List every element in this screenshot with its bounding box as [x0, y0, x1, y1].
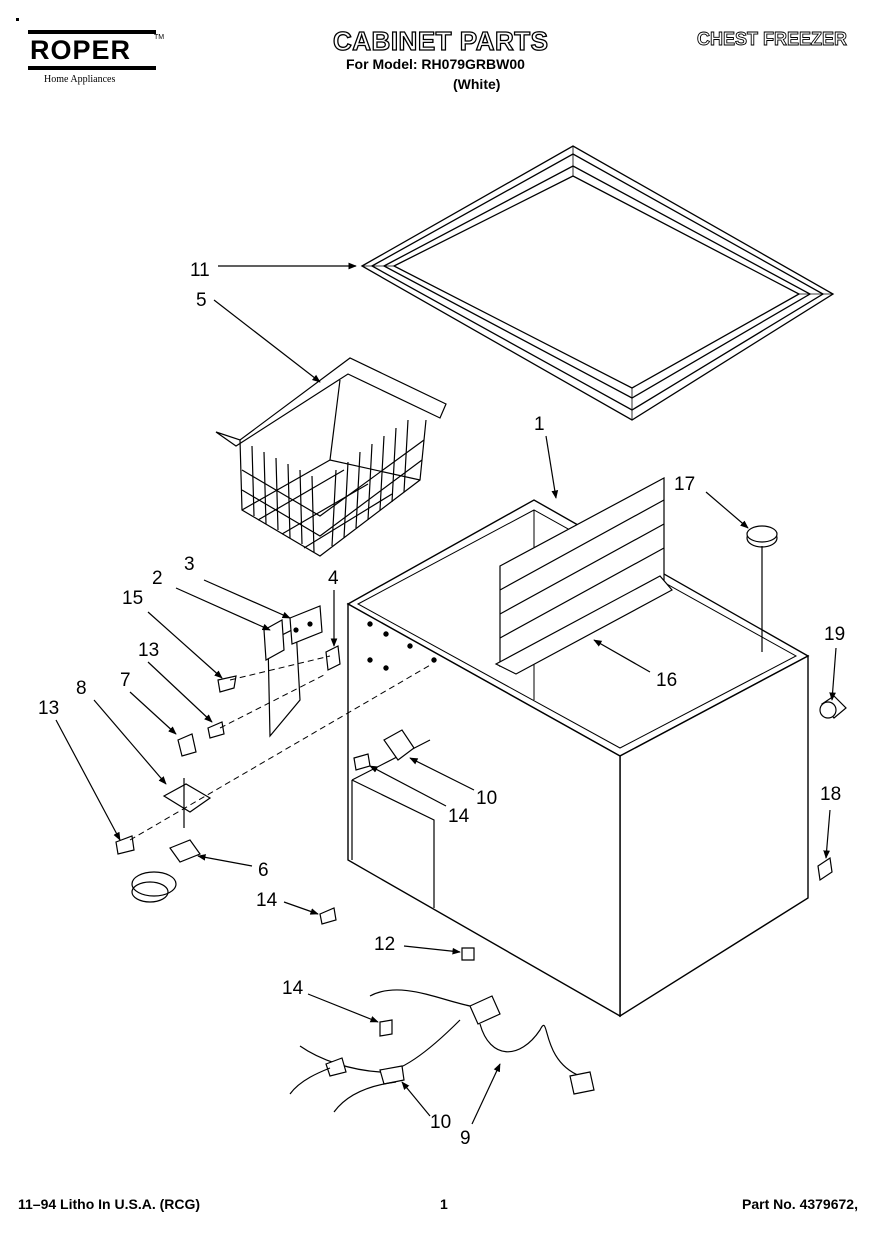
callout-10-upper: 10	[476, 788, 497, 809]
callout-11: 11	[190, 260, 210, 281]
callout-19: 19	[824, 624, 845, 645]
callout-14-upper: 14	[448, 806, 470, 827]
callout-14-middle: 14	[256, 890, 278, 911]
model-line: For Model: RH079GRBW00	[346, 56, 525, 72]
callout-10-lower: 10	[430, 1112, 451, 1133]
product-type: CHEST FREEZER	[697, 29, 848, 50]
footer-page-number: 1	[440, 1196, 448, 1212]
callout-9: 9	[460, 1128, 471, 1149]
wiring-harness	[289, 989, 595, 1113]
wire-basket	[215, 357, 447, 557]
callout-12: 12	[374, 934, 395, 955]
callout-1: 1	[534, 414, 545, 435]
color-line: (White)	[453, 76, 501, 92]
callout-leaders	[55, 262, 837, 1125]
logo-trademark: TM	[154, 34, 165, 41]
lid-gasket	[360, 145, 835, 421]
alignment-lines	[129, 655, 433, 841]
footer-part-number: Part No. 4379672,	[742, 1196, 858, 1212]
registration-mark	[16, 18, 19, 21]
logo-tagline: Home Appliances	[44, 74, 116, 85]
hinge-assembly	[217, 605, 341, 738]
lock-parts	[131, 733, 212, 903]
callout-5: 5	[196, 290, 207, 311]
page-title: CABINET PARTS	[332, 25, 549, 56]
callout-4: 4	[328, 568, 339, 589]
drain-plug	[746, 525, 778, 652]
callout-16: 16	[656, 670, 677, 691]
logo-wordmark: ROPER	[30, 35, 132, 65]
callout-17: 17	[674, 474, 695, 495]
logo-bottom-bar	[28, 66, 156, 70]
door-switch	[383, 729, 415, 761]
callout-14-lower: 14	[282, 978, 304, 999]
callout-3: 3	[184, 554, 195, 575]
screws	[115, 721, 475, 1037]
callout-7: 7	[120, 670, 131, 691]
drain-fitting	[819, 695, 847, 719]
callout-8: 8	[76, 678, 87, 699]
callout-6: 6	[258, 860, 269, 881]
callout-2: 2	[152, 568, 163, 589]
callout-13-upper: 13	[138, 640, 159, 661]
callout-18: 18	[820, 784, 841, 805]
clip-part	[817, 856, 833, 882]
footer-litho: 11–94 Litho In U.S.A. (RCG)	[18, 1196, 201, 1212]
callout-15: 15	[122, 588, 143, 609]
basket-divider	[494, 476, 673, 675]
callout-13-lower: 13	[38, 698, 59, 719]
callout-numbers: 11 5 1 17 3 2 15 4 13 7 8 13 19 16 10 14…	[38, 260, 845, 1149]
logo-top-bar	[28, 30, 156, 34]
roper-logo: ROPER	[28, 30, 156, 70]
